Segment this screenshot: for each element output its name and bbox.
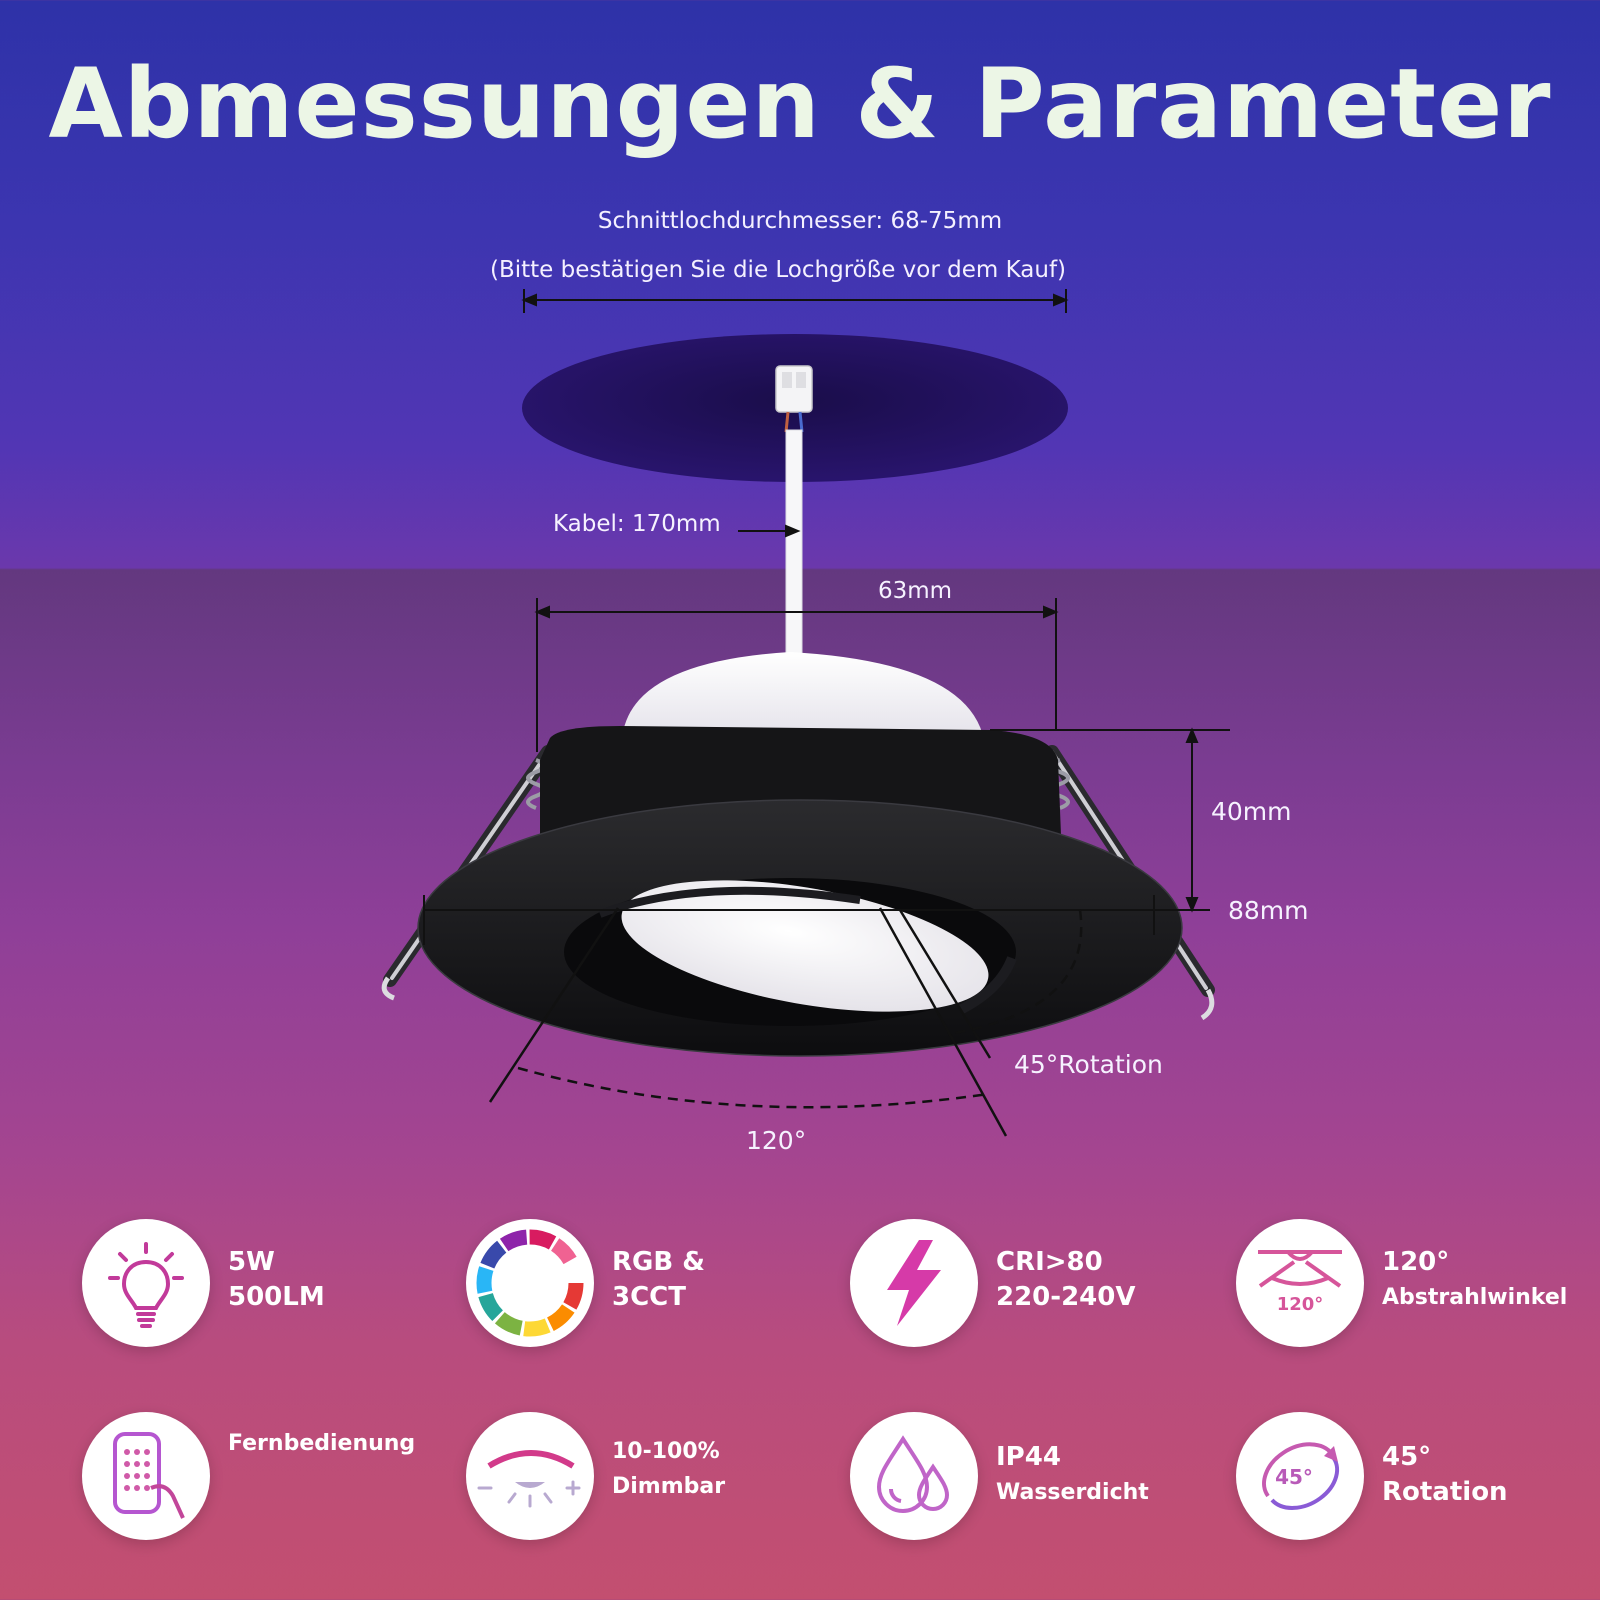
feature-electrical-line1: CRI>80 [996,1247,1103,1277]
rotation-icon: 45° [1236,1412,1364,1540]
beam-icon-label: 120° [1277,1294,1324,1315]
cut-hole-note: (Bitte bestätigen Sie die Lochgröße vor … [489,257,1067,283]
lightbulb-icon [82,1219,210,1347]
dimmer-icon [466,1412,594,1540]
hole-diameter-arrow [521,289,1069,313]
cable-pointer [738,524,801,538]
feature-beam-line2: Abstrahlwinkel [1382,1285,1568,1310]
rotation-label: 45°Rotation [1014,1050,1163,1079]
feature-power-line2: 500LM [228,1282,325,1312]
feature-color: RGB & 3CCT [466,1219,846,1359]
rotation-arc [898,909,1083,1059]
color-wheel-icon [466,1219,594,1347]
feature-dimmer-line1: 10-100% [612,1439,720,1464]
feature-power-line1: 5W [228,1247,275,1277]
feature-remote: Fernbedienung [82,1412,462,1552]
feature-beam-line1: 120° [1382,1247,1450,1277]
feature-electrical: CRI>80 220-240V [850,1219,1230,1359]
remote-control-icon [82,1412,210,1540]
height-arrow [990,727,1230,913]
top-width-label: 63mm [878,578,953,604]
outer-width-line [423,895,1210,945]
cable [785,429,803,663]
top-width-arrow [534,598,1059,752]
feature-dimmer-line2: Dimmbar [612,1474,726,1499]
feature-rotation: 45° 45° Rotation [1236,1412,1600,1552]
feature-electrical-line2: 220-240V [996,1282,1136,1312]
lightning-icon [850,1219,978,1347]
height-label: 40mm [1211,797,1292,826]
feature-power: 5W 500LM [82,1219,462,1359]
beam-angle-label: 120° [746,1126,807,1155]
beam-angle-arc [488,907,1008,1137]
feature-waterproof-line2: Wasserdicht [996,1480,1149,1505]
page-title: Abmessungen & Parameter [48,48,1552,160]
outer-width-label: 88mm [1228,896,1309,925]
feature-waterproof: IP44 Wasserdicht [850,1412,1230,1552]
water-drop-icon [850,1412,978,1540]
cable-length-label: Kabel: 170mm [553,511,721,537]
feature-remote-line1: Fernbedienung [228,1431,416,1456]
beam-angle-icon: 120° [1236,1219,1364,1347]
lens [621,880,989,1012]
feature-color-line2: 3CCT [612,1282,686,1312]
terminal-connector [775,365,813,433]
feature-rotation-line2: Rotation [1382,1477,1508,1507]
feature-waterproof-line1: IP44 [996,1442,1061,1472]
feature-rotation-line1: 45° [1382,1442,1432,1472]
cut-hole-diameter-label: Schnittlochdurchmesser: 68-75mm [597,208,1003,234]
feature-dimmer: 10-100% Dimmbar [466,1412,846,1552]
feature-color-line1: RGB & [612,1247,705,1277]
rotation-icon-label: 45° [1275,1465,1313,1489]
feature-beam: 120° 120° Abstrahlwinkel [1236,1219,1600,1359]
housing-dome [622,652,984,740]
